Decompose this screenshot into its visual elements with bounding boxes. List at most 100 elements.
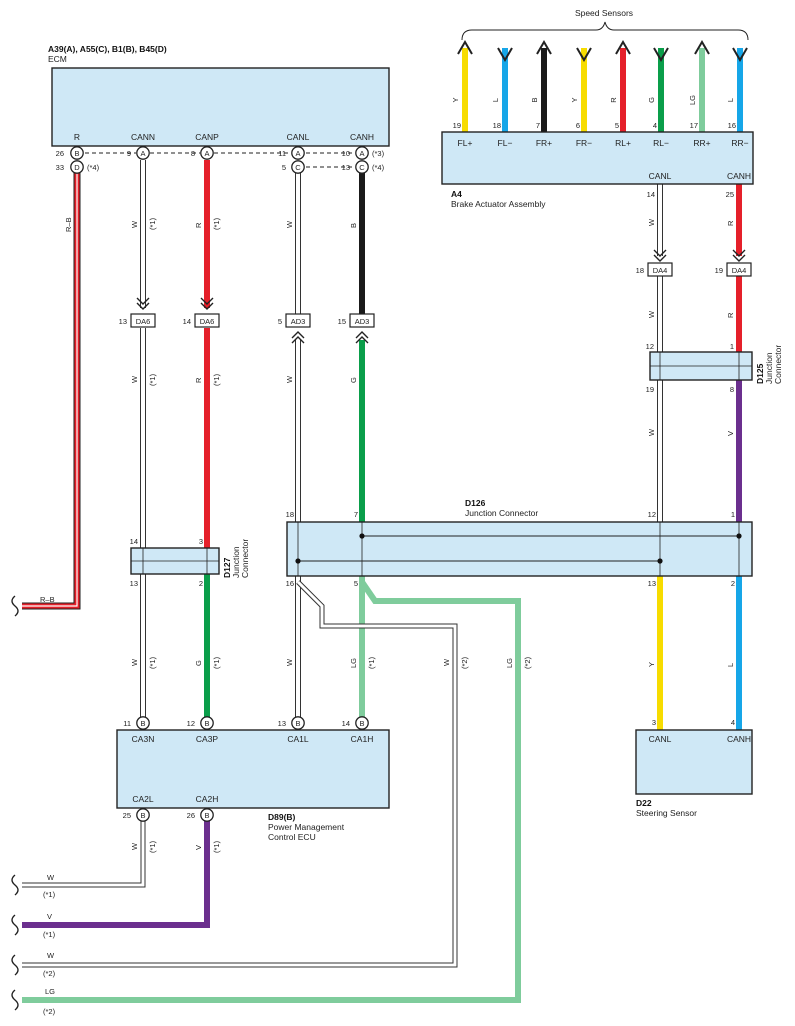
svg-text:R: R (726, 312, 735, 318)
speed-sensors-label: Speed Sensors (575, 8, 633, 18)
ecm-terminal-canp: CANP (195, 132, 219, 142)
ecm-name: ECM (48, 54, 67, 64)
svg-text:7: 7 (354, 510, 358, 519)
svg-text:G: G (194, 660, 203, 666)
brake-terminal-label: RR+ (693, 138, 710, 148)
svg-text:(*1): (*1) (212, 656, 221, 669)
svg-text:DA6: DA6 (200, 317, 215, 326)
junction-d126: D126 Junction Connector 18 7 12 1 16 5 1… (286, 498, 753, 588)
svg-text:B: B (140, 811, 145, 820)
junction-d126-box (286, 521, 753, 577)
pm-ecu-id: D89(B) (268, 812, 296, 822)
svg-text:15: 15 (338, 317, 346, 326)
svg-text:14: 14 (183, 317, 191, 326)
svg-text:(*1): (*1) (43, 890, 56, 899)
svg-text:W: W (285, 375, 294, 383)
svg-text:5: 5 (354, 579, 358, 588)
svg-text:14: 14 (647, 190, 655, 199)
svg-text:W: W (130, 220, 139, 228)
svg-text:DA4: DA4 (732, 266, 747, 275)
svg-text:9: 9 (127, 149, 131, 158)
svg-text:CA2L: CA2L (132, 794, 154, 804)
svg-text:33: 33 (56, 163, 64, 172)
svg-text:C: C (359, 163, 365, 172)
svg-text:12: 12 (646, 342, 654, 351)
svg-text:13: 13 (119, 317, 127, 326)
svg-text:W: W (647, 310, 656, 318)
svg-text:13: 13 (648, 579, 656, 588)
svg-text:V: V (726, 431, 735, 436)
lead-break-3 (11, 914, 19, 936)
svg-text:3: 3 (652, 718, 656, 727)
svg-text:CANH: CANH (727, 734, 751, 744)
speed-sensor-wire-rl-minus: G (647, 47, 669, 132)
svg-text:8: 8 (191, 149, 195, 158)
ecm-terminal-cann: CANN (131, 132, 155, 142)
junction-d126-name: Junction Connector (465, 508, 538, 518)
lead-break-1 (11, 595, 19, 617)
svg-text:(*2): (*2) (43, 969, 56, 978)
svg-text:R–B: R–B (40, 595, 55, 604)
brake-canl-terminal: CANL (649, 171, 672, 181)
steering-sensor-id: D22 (636, 798, 652, 808)
brake-actuator-id: A4 (451, 189, 462, 199)
svg-text:W: W (130, 842, 139, 850)
svg-text:W: W (130, 658, 139, 666)
wire-ca2l-w (22, 820, 146, 888)
inline-connectors: DA6 13 DA6 14 AD3 5 AD3 15 DA4 18 DA4 19 (119, 249, 752, 344)
pm-ecu-pin-number: 14 (342, 719, 350, 728)
svg-text:R: R (194, 377, 203, 383)
speed-sensor-color-label: R (609, 97, 618, 103)
svg-text:1: 1 (731, 510, 735, 519)
svg-text:3: 3 (199, 537, 203, 546)
brake-pin-number: 7 (536, 121, 540, 130)
pm-ecu-pin-letter: B (140, 719, 145, 728)
lead-break-4 (11, 954, 19, 976)
svg-text:(*1): (*1) (148, 656, 157, 669)
junction-d126-id: D126 (465, 498, 486, 508)
svg-text:(*1): (*1) (43, 930, 56, 939)
speed-sensor-wire-fr-minus: Y (570, 47, 592, 132)
svg-text:2: 2 (199, 579, 203, 588)
svg-text:(*1): (*1) (148, 217, 157, 230)
speed-sensor-wire-fl-plus: Y (451, 40, 473, 132)
svg-text:4: 4 (731, 718, 735, 727)
pm-ecu-pin-number: 11 (123, 719, 131, 728)
ecm-terminal-canl: CANL (287, 132, 310, 142)
connector-da6-right (194, 313, 220, 328)
svg-text:A: A (204, 149, 209, 158)
svg-text:(*1): (*1) (212, 373, 221, 386)
speed-sensor-wire-rl-plus: R (609, 40, 631, 132)
pm-ecu-pin-circle (136, 716, 150, 730)
steering-sensor-block: CANL CANH 3 4 D22 Steering Sensor (635, 718, 753, 818)
brake-terminal-label: RL+ (615, 138, 631, 148)
wires (22, 152, 742, 1003)
svg-text:CA1L: CA1L (287, 734, 309, 744)
svg-text:(*1): (*1) (212, 840, 221, 853)
svg-text:R: R (194, 222, 203, 228)
svg-text:13: 13 (342, 163, 350, 172)
brake-actuator-box (441, 131, 754, 185)
svg-text:2: 2 (731, 579, 735, 588)
ecm-block: A39(A), A55(C), B1(B), B45(D) ECM R CANN… (48, 44, 390, 174)
svg-text:Connector: Connector (240, 539, 250, 578)
speed-sensors-bracket (461, 21, 749, 41)
svg-text:16: 16 (286, 579, 294, 588)
svg-text:LG: LG (45, 987, 55, 996)
svg-text:(*3): (*3) (372, 149, 385, 158)
svg-text:(*4): (*4) (372, 163, 385, 172)
svg-text:19: 19 (646, 385, 654, 394)
svg-text:DA4: DA4 (653, 266, 668, 275)
svg-text:Junction: Junction (764, 352, 774, 384)
speed-sensor-color-label: L (726, 98, 735, 102)
ecm-terminal-r: R (74, 132, 80, 142)
svg-text:A: A (359, 149, 364, 158)
svg-text:10: 10 (342, 149, 350, 158)
speed-sensor-wire-fl-minus: L (491, 47, 513, 132)
svg-text:W: W (647, 218, 656, 226)
junction-d127-id: D127 (222, 557, 232, 578)
svg-text:CA2H: CA2H (196, 794, 219, 804)
